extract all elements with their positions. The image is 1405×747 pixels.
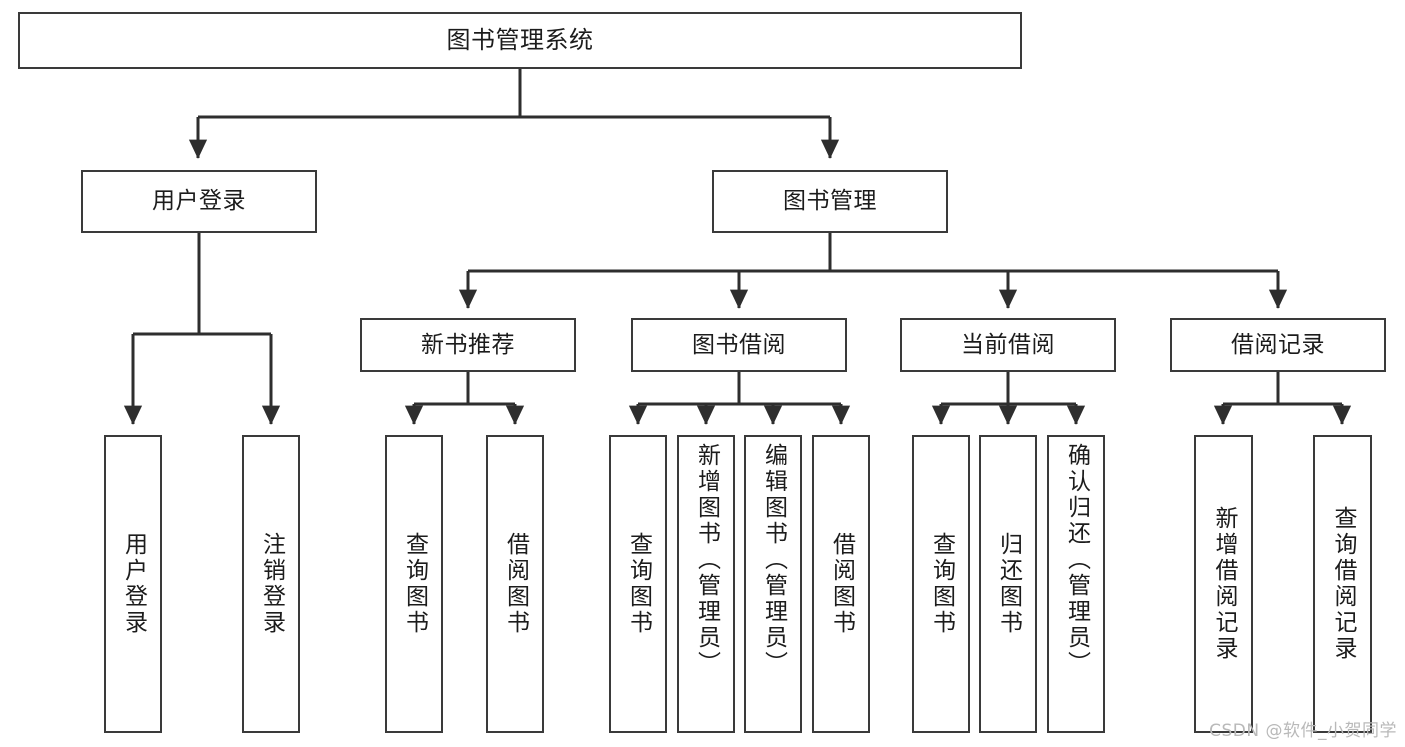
node-leaf-query-book-3-label: 查询图书	[928, 532, 955, 636]
node-borrow-record[interactable]: 借阅记录	[1170, 318, 1386, 372]
node-leaf-borrow-book-1-label: 借阅图书	[502, 532, 529, 636]
node-leaf-confirm-return[interactable]: 确认归还（管理员）	[1047, 435, 1105, 733]
node-leaf-add-record[interactable]: 新增借阅记录	[1194, 435, 1253, 733]
node-current-borrow-label: 当前借阅	[961, 331, 1055, 358]
node-leaf-logout[interactable]: 注销登录	[242, 435, 300, 733]
watermark-text: CSDN @软件_小贺同学	[1209, 721, 1397, 741]
node-leaf-query-record[interactable]: 查询借阅记录	[1313, 435, 1372, 733]
node-root-label: 图书管理系统	[446, 25, 594, 54]
node-leaf-confirm-return-label: 确认归还（管理员）	[1063, 443, 1090, 677]
node-current-borrow[interactable]: 当前借阅	[900, 318, 1116, 372]
node-leaf-add-book[interactable]: 新增图书（管理员）	[677, 435, 735, 733]
node-leaf-logout-label: 注销登录	[258, 532, 285, 636]
node-book-borrow-label: 图书借阅	[692, 331, 786, 358]
node-leaf-query-book-2-label: 查询图书	[625, 532, 652, 636]
node-leaf-edit-book-label: 编辑图书（管理员）	[760, 443, 787, 677]
node-leaf-query-book-3[interactable]: 查询图书	[912, 435, 970, 733]
node-leaf-return-book[interactable]: 归还图书	[979, 435, 1037, 733]
node-borrow-record-label: 借阅记录	[1231, 331, 1325, 358]
node-leaf-borrow-book-1[interactable]: 借阅图书	[486, 435, 544, 733]
node-new-book-recommend-label: 新书推荐	[421, 331, 515, 358]
node-leaf-query-book-1[interactable]: 查询图书	[385, 435, 443, 733]
node-leaf-borrow-book-2-label: 借阅图书	[828, 532, 855, 636]
node-leaf-user-login[interactable]: 用户登录	[104, 435, 162, 733]
node-book-manage[interactable]: 图书管理	[712, 170, 948, 233]
node-new-book-recommend[interactable]: 新书推荐	[360, 318, 576, 372]
node-leaf-add-book-label: 新增图书（管理员）	[693, 443, 720, 677]
node-leaf-user-login-label: 用户登录	[120, 532, 147, 636]
node-leaf-borrow-book-2[interactable]: 借阅图书	[812, 435, 870, 733]
node-leaf-query-book-1-label: 查询图书	[401, 532, 428, 636]
node-user-login[interactable]: 用户登录	[81, 170, 317, 233]
node-leaf-add-record-label: 新增借阅记录	[1211, 506, 1237, 662]
node-leaf-edit-book[interactable]: 编辑图书（管理员）	[744, 435, 802, 733]
node-leaf-query-book-2[interactable]: 查询图书	[609, 435, 667, 733]
node-book-manage-label: 图书管理	[783, 188, 877, 215]
node-leaf-return-book-label: 归还图书	[995, 532, 1022, 636]
node-book-borrow[interactable]: 图书借阅	[631, 318, 847, 372]
node-user-login-label: 用户登录	[152, 188, 246, 215]
node-leaf-query-record-label: 查询借阅记录	[1330, 506, 1356, 662]
node-root[interactable]: 图书管理系统	[18, 12, 1022, 69]
